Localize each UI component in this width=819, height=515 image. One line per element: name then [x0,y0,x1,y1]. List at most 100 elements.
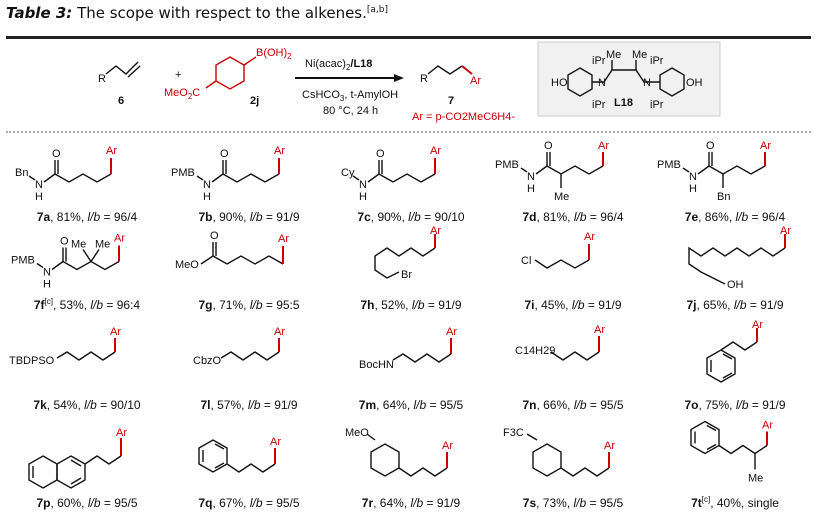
table-caption: Table 3: The scope with respect to the a… [6,4,388,22]
svg-text:Br: Br [401,269,412,281]
entry-caption: 7f[c], 53%, l/b = 96:4 [33,297,141,312]
product-id: 7 [448,95,454,107]
entry-caption: 7p, 60%, l/b = 95/5 [36,496,138,510]
table-notes: [a,b] [366,5,389,15]
alkene-id: 6 [118,95,124,107]
structure-7h: Br Ar [374,225,441,281]
svg-text:O: O [210,230,219,242]
svg-text:N: N [359,179,367,191]
svg-text:H: H [527,183,535,195]
entry-caption: 7s, 73%, l/b = 95/5 [522,496,624,510]
entry-caption: 7n, 66%, l/b = 95/5 [522,398,624,412]
entry-caption: 7q, 67%, l/b = 95/5 [198,496,300,510]
svg-text:OH: OH [727,279,744,291]
entry-caption: 7e, 86%, l/b = 96/4 [684,210,786,224]
entry-caption: 7m, 64%, l/b = 95/5 [358,398,464,412]
structure-7l: CbzO Ar [193,326,285,367]
svg-text:Ni(acac)2/L18: Ni(acac)2/L18 [305,58,372,72]
svg-text:PMB: PMB [495,159,519,171]
svg-text:Ar: Ar [442,440,453,452]
svg-text:Ar: Ar [446,326,457,338]
structure-7g: MeO O Ar [175,230,289,271]
entry-caption: 7b, 90%, l/b = 91/9 [198,210,300,224]
entry-caption: 7c, 90%, l/b = 90/10 [357,210,465,224]
svg-text:Ar: Ar [110,326,121,338]
svg-text:O: O [220,148,229,160]
entry-7n: C14H29 Ar 7n, 66%, l/b = 95/5 [492,318,654,412]
svg-text:MeO: MeO [345,427,369,439]
entry-7h: Br Ar 7h, 52%, l/b = 91/9 [330,224,492,312]
structure-7r: MeO Ar [345,427,453,477]
svg-text:Me: Me [71,239,86,251]
svg-text:MeO: MeO [175,259,199,271]
svg-text:Ar: Ar [114,233,125,245]
svg-text:N: N [203,179,211,191]
entries-row-3: TBDPSO Ar 7k, 54%, l/b = 90/10 CbzO Ar 7… [6,318,816,412]
entry-7l: CbzO Ar 7l, 57%, l/b = 91/9 [168,318,330,412]
svg-text:TBDPSO: TBDPSO [9,355,55,367]
entry-7k: TBDPSO Ar 7k, 54%, l/b = 90/10 [6,318,168,412]
svg-text:H: H [689,183,697,195]
svg-text:Me: Me [95,239,110,251]
svg-text:iPr: iPr [592,99,606,111]
svg-text:Ar: Ar [752,319,763,331]
entries-row-4: Ar 7p, 60%, l/b = 95/5 Ar 7q, 67%, l/b =… [6,412,816,510]
alkene-bonds [105,61,139,75]
svg-text:N: N [43,267,51,279]
svg-text:H: H [203,191,211,203]
structure-7m: BocHN Ar [359,326,457,371]
entry-7m: BocHN Ar 7m, 64%, l/b = 95/5 [330,318,492,412]
svg-text:Ar: Ar [760,140,771,152]
svg-text:Me: Me [632,49,647,61]
entry-caption: 7h, 52%, l/b = 91/9 [360,298,462,312]
svg-text:OH: OH [686,77,703,89]
svg-text:N: N [598,77,606,89]
boronic-id: 2j [250,95,259,107]
table-title: The scope with respect to the alkenes. [77,4,367,22]
svg-text:Ar: Ar [598,140,609,152]
svg-text:H: H [43,279,51,291]
structure-7j: OH Ar [688,225,791,291]
entry-caption: 7t[c], 40%, single [691,495,779,510]
svg-text:iPr: iPr [650,55,664,67]
structure-7k: TBDPSO Ar [9,326,121,367]
svg-text:L18: L18 [614,97,633,109]
svg-text:Ar: Ar [274,326,285,338]
svg-text:Ar: Ar [274,145,285,157]
svg-text:Ar: Ar [270,436,281,448]
svg-text:Ar: Ar [780,225,791,237]
svg-text:Me: Me [748,473,763,485]
entry-7g: MeO O Ar 7g, 71%, l/b = 95:5 [168,224,330,312]
entry-caption: 7k, 54%, l/b = 90/10 [33,398,141,412]
plus-sign: + [175,69,181,81]
entry-7j: OH Ar 7j, 65%, l/b = 91/9 [654,224,816,312]
svg-text:iPr: iPr [592,55,606,67]
entry-7o: Ar 7o, 75%, l/b = 91/9 [654,318,816,412]
structure-7q: Ar [198,436,281,473]
svg-text:O: O [52,148,61,160]
entry-caption: 7o, 75%, l/b = 91/9 [684,398,786,412]
entry-caption: 7g, 71%, l/b = 95:5 [198,298,300,312]
svg-text:PMB: PMB [11,255,35,267]
svg-text:C14H29: C14H29 [515,345,555,357]
svg-text:Bn: Bn [15,167,28,179]
structure-7n: C14H29 Ar [515,324,605,361]
svg-text:MeO2C: MeO2C [164,87,200,101]
svg-text:CbzO: CbzO [193,355,222,367]
conditions: 80 °C, 24 h [323,105,378,117]
svg-text:iPr: iPr [650,99,664,111]
svg-text:Me: Me [606,49,621,61]
svg-text:N: N [527,171,535,183]
